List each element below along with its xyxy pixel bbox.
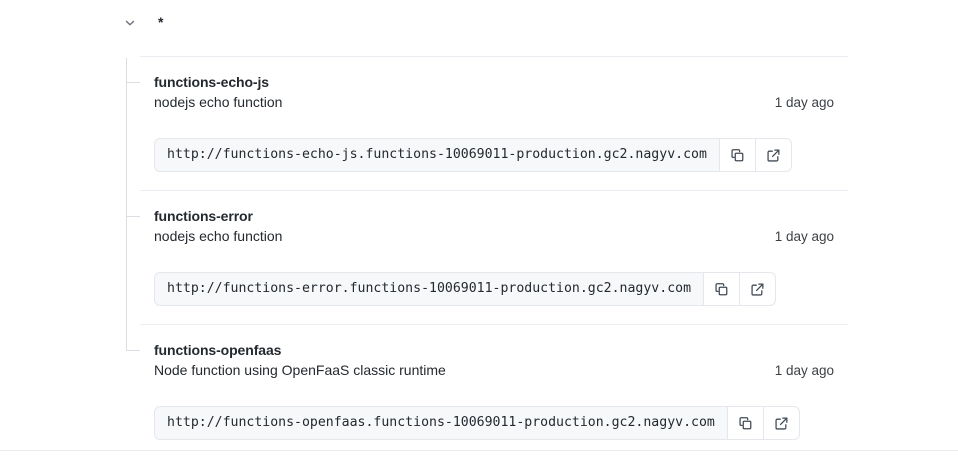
copy-icon[interactable] xyxy=(719,138,756,172)
function-description: nodejs echo function xyxy=(154,94,283,110)
url-action-group: http://functions-echo-js.functions-10069… xyxy=(154,138,792,172)
function-description: Node function using OpenFaaS classic run… xyxy=(154,362,446,378)
tree-spine-line xyxy=(126,58,127,350)
url-action-group: http://functions-error.functions-1006901… xyxy=(154,272,777,306)
item-separator xyxy=(140,190,848,191)
function-updated-time: 1 day ago xyxy=(774,363,834,378)
item-separator xyxy=(140,324,848,325)
url-action-group: http://functions-openfaas.functions-1006… xyxy=(154,406,800,440)
url-input[interactable]: http://functions-echo-js.functions-10069… xyxy=(154,138,720,172)
chevron-down-icon[interactable] xyxy=(121,14,139,32)
list-item[interactable]: functions-echo-js nodejs echo function 1… xyxy=(154,60,848,194)
external-link-icon[interactable] xyxy=(755,138,792,172)
external-link-icon[interactable] xyxy=(763,406,800,440)
function-description: nodejs echo function xyxy=(154,228,283,244)
external-link-icon[interactable] xyxy=(740,272,777,306)
group-header: * xyxy=(0,0,958,57)
function-name[interactable]: functions-openfaas xyxy=(154,342,282,358)
url-input[interactable]: http://functions-openfaas.functions-1006… xyxy=(154,406,728,440)
tree-connector-2 xyxy=(126,216,140,217)
copy-icon[interactable] xyxy=(727,406,764,440)
tree-connector-3 xyxy=(126,350,140,351)
tree-connector-1 xyxy=(126,82,140,83)
bottom-separator xyxy=(0,450,958,451)
group-label: * xyxy=(158,14,164,30)
copy-icon[interactable] xyxy=(704,272,741,306)
function-updated-time: 1 day ago xyxy=(774,95,834,110)
list-item[interactable]: functions-error nodejs echo function 1 d… xyxy=(154,194,848,328)
function-name[interactable]: functions-error xyxy=(154,208,253,224)
url-input[interactable]: http://functions-error.functions-1006901… xyxy=(154,272,705,306)
function-name[interactable]: functions-echo-js xyxy=(154,74,269,90)
list-item[interactable]: functions-openfaas Node function using O… xyxy=(154,328,848,462)
function-updated-time: 1 day ago xyxy=(774,229,834,244)
header-separator xyxy=(140,56,848,57)
